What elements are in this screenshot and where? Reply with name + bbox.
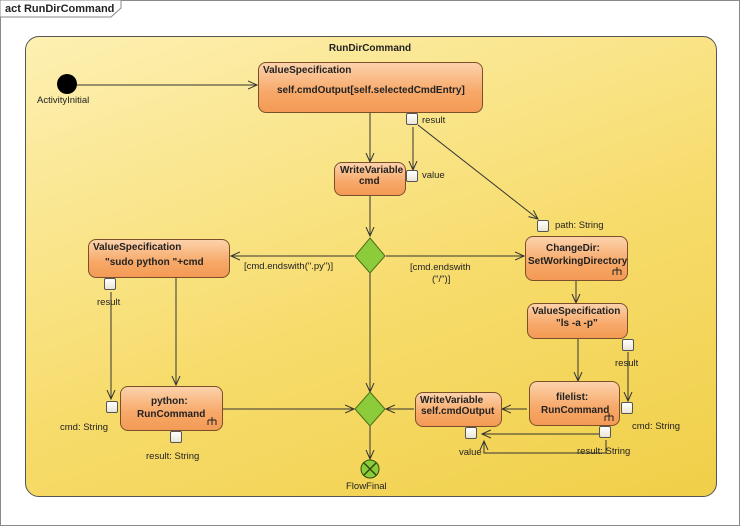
action-type-label: WriteVariable [420, 395, 484, 406]
initial-node [57, 74, 77, 94]
pin-result-cmdoutput[interactable] [406, 113, 418, 125]
pin-value-cmdoutput[interactable] [465, 427, 477, 439]
pin-label-cmd-python: cmd: String [60, 422, 109, 433]
action-type-label: ChangeDir: [546, 243, 600, 254]
call-behavior-icon [207, 417, 217, 425]
action-type-label: ValueSpecification [532, 306, 621, 317]
action-expression: cmd [359, 176, 380, 187]
flow-final-label: FlowFinal [346, 481, 387, 492]
pin-result-sudo[interactable] [104, 278, 116, 290]
initial-node-label: ActivityInitial [37, 95, 90, 106]
frame-title: act RunDirCommand [5, 3, 115, 15]
action-vs-ls[interactable]: ValueSpecification "ls -a -p" [527, 303, 628, 339]
action-vs-sudo[interactable]: ValueSpecification "sudo python "+cmd [88, 239, 230, 278]
pin-value-wv-cmd[interactable] [406, 170, 418, 182]
pin-label-result-python: result: String [146, 451, 200, 462]
action-expression: self.cmdOutput[self.selectedCmdEntry] [277, 85, 465, 96]
action-type-label: python: [151, 396, 188, 407]
call-behavior-icon [612, 267, 622, 275]
guard-py: [cmd.endswith(".py")] [244, 261, 334, 272]
guard-slash-line1: [cmd.endswith [410, 262, 471, 273]
action-expression: RunCommand [137, 409, 206, 420]
frame-tab [0, 0, 122, 18]
pin-cmd-python[interactable] [106, 401, 118, 413]
guard-slash-line2: ("/")] [432, 274, 451, 285]
pin-path[interactable] [537, 220, 549, 232]
decision-node [354, 237, 386, 274]
pin-label-result: result [422, 115, 446, 126]
pin-label-cmd-filelist: cmd: String [632, 421, 681, 432]
action-type-label: filelist: [556, 392, 589, 403]
action-expression: RunCommand [541, 405, 610, 416]
action-python[interactable]: python: RunCommand [120, 386, 223, 431]
pin-label-path: path: String [555, 220, 604, 231]
action-changedir[interactable]: ChangeDir: SetWorkingDirectory [525, 236, 628, 281]
action-expression: "sudo python "+cmd [105, 257, 204, 268]
action-vs-cmdoutput[interactable]: ValueSpecification self.cmdOutput[self.s… [258, 62, 483, 113]
pin-label-value: value [422, 170, 445, 181]
pin-result-ls[interactable] [622, 339, 634, 351]
pin-label-value-cmdoutput: value [459, 447, 482, 458]
action-type-label: ValueSpecification [263, 65, 352, 76]
pin-label-result-filelist: result: String [577, 446, 631, 457]
pin-label-result-ls: result [615, 358, 639, 369]
call-behavior-icon [604, 413, 614, 421]
flow-result-to-path [417, 124, 538, 219]
pin-result-python[interactable] [170, 431, 182, 443]
action-expression: SetWorkingDirectory [528, 256, 628, 267]
action-type-label: ValueSpecification [93, 242, 182, 253]
flow-filelist-result-to-value [484, 440, 607, 454]
pin-cmd-filelist[interactable] [621, 402, 633, 414]
activity-title: RunDirCommand [328, 43, 412, 54]
action-expression: "ls -a -p" [556, 318, 598, 329]
action-expression: self.cmdOutput [421, 406, 495, 417]
pin-result-filelist[interactable] [599, 426, 611, 438]
action-wv-cmd[interactable]: WriteVariable cmd [334, 162, 406, 196]
merge-node [354, 391, 386, 427]
pin-label-result-sudo: result [97, 297, 121, 308]
action-wv-cmdoutput[interactable]: WriteVariable self.cmdOutput [415, 392, 502, 427]
action-type-label: WriteVariable [340, 165, 404, 176]
